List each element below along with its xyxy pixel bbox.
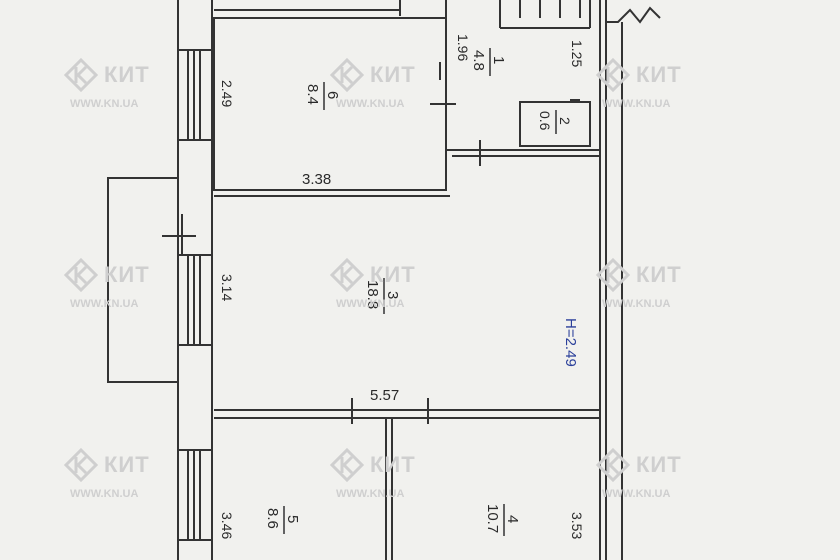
room-label-1: 1 4.8 (470, 48, 507, 76)
room-label-3: 3 18.8 (364, 278, 401, 314)
dimension-label: 3.14 (219, 274, 235, 301)
room-6-outline (213, 17, 447, 191)
room-number: 2 (557, 117, 573, 125)
window-top (178, 49, 212, 141)
dimension-label: 1.25 (569, 40, 585, 67)
room-2-outline (519, 101, 591, 147)
room-label-2: 2 0.6 (537, 110, 573, 134)
dimension-label: 1.96 (455, 34, 471, 61)
room-label-4: 4 10.7 (484, 504, 521, 536)
window-bottom (178, 449, 212, 541)
room-number: 1 (490, 56, 507, 64)
window-middle (178, 254, 212, 346)
room-number: 5 (284, 515, 301, 523)
room-label-6: 6 8.4 (304, 82, 341, 110)
room-area: 8.4 (304, 84, 321, 105)
room-number: 6 (324, 91, 341, 99)
walls (107, 0, 661, 560)
dimension-label: 3.46 (219, 512, 235, 539)
balcony (107, 177, 178, 383)
dimension-label: 5.57 (370, 387, 399, 404)
room-number: 3 (384, 291, 401, 299)
room-area: 4.8 (470, 50, 487, 71)
room-label-5: 5 8.6 (264, 506, 301, 534)
dimension-label: 2.49 (219, 80, 235, 107)
room-area: 18.8 (364, 280, 381, 309)
dimension-label: 3.53 (569, 512, 585, 539)
dimension-label: 3.38 (302, 171, 331, 188)
room-area: 0.6 (537, 111, 553, 131)
room-area: 8.6 (264, 508, 281, 529)
ceiling-height-label: H=2.49 (562, 318, 579, 367)
room-number: 4 (504, 515, 521, 523)
room-area: 10.7 (484, 504, 501, 533)
